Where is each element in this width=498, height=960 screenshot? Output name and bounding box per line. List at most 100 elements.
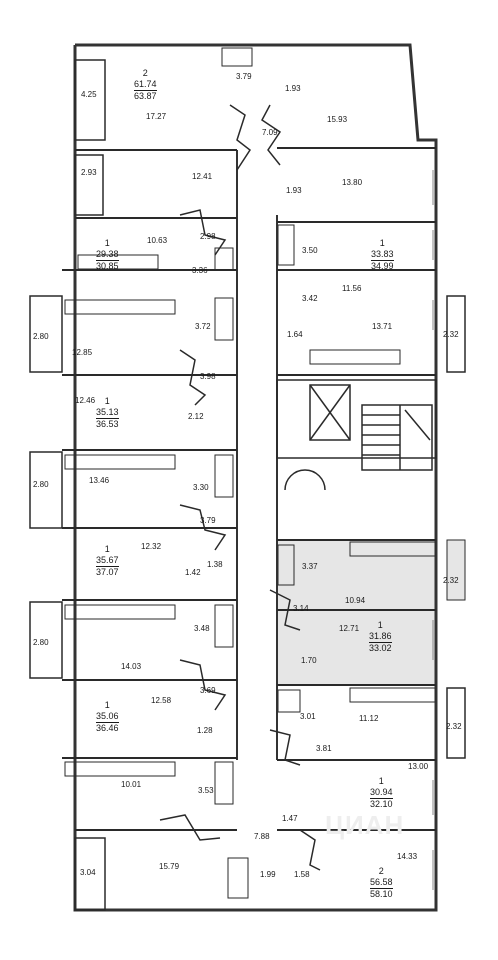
room-area: 3.48: [194, 624, 210, 633]
highlighted-balcony: [446, 539, 466, 601]
apartment-total: 36.46: [96, 722, 119, 733]
apartment-area: 61.74: [134, 79, 157, 89]
balconies: [29, 59, 466, 911]
room-area: 2.80: [33, 480, 49, 489]
room-area: 13.00: [408, 762, 429, 771]
room-area: 17.27: [146, 112, 167, 121]
apartment-total: 34.99: [371, 260, 394, 271]
room-area: 12.85: [72, 348, 93, 357]
apartment-area: 31.86: [369, 631, 392, 641]
apartment-rooms: 2: [142, 68, 148, 78]
apartment-area: 33.83: [371, 249, 394, 259]
stair-core: [276, 379, 437, 491]
room-area: 2.12: [188, 412, 204, 421]
room-area: 2.32: [443, 576, 459, 585]
apartment-a1: 2 61.74 63.87: [134, 68, 157, 102]
apartment-a7: 1 35.06 36.46: [96, 700, 119, 734]
room-area: 3.36: [192, 266, 208, 275]
room-area: 12.41: [192, 172, 213, 181]
room-area: 10.63: [147, 236, 168, 245]
apartment-rooms: 2: [378, 866, 384, 876]
room-area: 2.93: [81, 168, 97, 177]
room-area: 10.94: [345, 596, 366, 605]
room-area: 14.03: [121, 662, 142, 671]
room-area: 4.25: [81, 90, 97, 99]
room-area: 2.32: [446, 722, 462, 731]
room-area: 3.04: [80, 868, 96, 877]
entry-walls: [159, 104, 321, 871]
highlighted-apartment: [278, 540, 436, 685]
room-area: 1.93: [285, 84, 301, 93]
room-area: 12.58: [151, 696, 172, 705]
apartment-total: 63.87: [134, 90, 157, 101]
room-area: 2.80: [33, 332, 49, 341]
apartment-rooms: 1: [377, 620, 383, 630]
room-area: 2.80: [33, 638, 49, 647]
room-area: 2.98: [200, 232, 216, 241]
room-area: 3.81: [316, 744, 332, 753]
apartment-area: 35.13: [96, 407, 119, 417]
room-area: 3.01: [300, 712, 316, 721]
kitchen-counters: [64, 254, 436, 777]
apartment-area: 30.94: [370, 787, 393, 797]
room-area: 1.64: [287, 330, 303, 339]
room-area: 3.14: [293, 604, 309, 613]
apartment-rooms: 1: [104, 238, 110, 248]
apartment-rooms: 1: [104, 544, 110, 554]
apartment-total: 36.53: [96, 418, 119, 429]
apartment-rooms: 1: [104, 700, 110, 710]
room-area: 14.33: [397, 852, 418, 861]
room-area: 7.88: [254, 832, 270, 841]
apartment-area: 35.67: [96, 555, 119, 565]
room-area: 15.79: [159, 862, 180, 871]
room-area: 1.70: [301, 656, 317, 665]
apartment-rooms: 1: [379, 238, 385, 248]
apartment-total: 58.10: [370, 888, 393, 899]
room-area: 7.09: [262, 128, 278, 137]
apartment-a4: 1 35.13 36.53: [96, 396, 119, 430]
room-area: 1.47: [282, 814, 298, 823]
room-area: 3.79: [200, 516, 216, 525]
room-area: 3.69: [200, 686, 216, 695]
apartment-total: 30.85: [96, 260, 119, 271]
room-area: 1.58: [294, 870, 310, 879]
room-area: 3.50: [302, 246, 318, 255]
room-area: 13.80: [342, 178, 363, 187]
room-area: 1.42: [185, 568, 201, 577]
room-area: 13.71: [372, 322, 393, 331]
apartment-total: 32.10: [370, 798, 393, 809]
apartment-area: 56.58: [370, 877, 393, 887]
corridor-walls: [236, 150, 278, 760]
room-area: 12.71: [339, 624, 360, 633]
apartment-a8: 1 30.94 32.10: [370, 776, 393, 810]
room-area: 3.72: [195, 322, 211, 331]
room-area: 15.93: [327, 115, 348, 124]
watermark: ЦИАН: [325, 810, 405, 840]
apartment-a9: 2 56.58 58.10: [370, 866, 393, 900]
apartment-a5: 1 35.67 37.07: [96, 544, 119, 578]
apartment-a3: 1 33.83 34.99: [371, 238, 394, 272]
room-area: 12.46: [75, 396, 96, 405]
room-area: 1.38: [207, 560, 223, 569]
room-area: 10.01: [121, 780, 142, 789]
room-area: 1.93: [286, 186, 302, 195]
room-area: 2.32: [443, 330, 459, 339]
room-area: 3.37: [302, 562, 318, 571]
room-area: 1.99: [260, 870, 276, 879]
apartment-total: 37.07: [96, 566, 119, 577]
room-area: 11.56: [342, 284, 362, 293]
room-area: 13.46: [89, 476, 110, 485]
bathroom-fixtures: [214, 47, 301, 899]
room-area: 1.28: [197, 726, 213, 735]
room-area: 3.79: [236, 72, 252, 81]
apartment-a6: 1 31.86 33.02: [369, 620, 392, 654]
apartment-rooms: 1: [378, 776, 384, 786]
room-area: 3.42: [302, 294, 318, 303]
right-partitions: [277, 147, 436, 831]
apartment-area: 29.38: [96, 249, 119, 259]
room-area: 11.12: [359, 714, 379, 723]
room-area: 12.32: [141, 542, 162, 551]
apartment-rooms: 1: [104, 396, 110, 406]
left-partitions: [62, 149, 237, 831]
